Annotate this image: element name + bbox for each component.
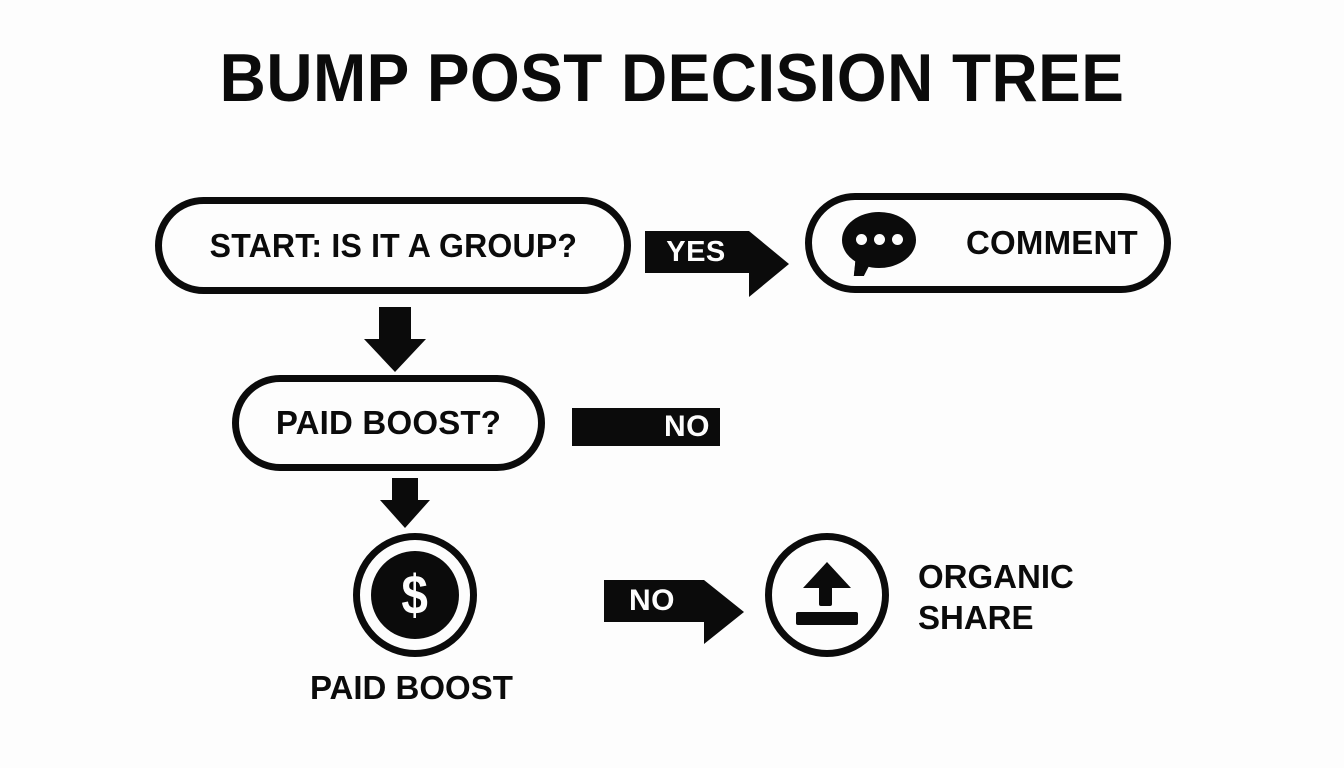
speech-bubble-dot-icon <box>874 234 885 245</box>
connector-no-tag-label: NO <box>664 410 710 443</box>
arrow-head-down-icon <box>364 339 426 372</box>
arrow-shaft-icon <box>392 478 418 500</box>
node-start[interactable]: START: IS IT A GROUP? <box>155 197 631 294</box>
node-comment[interactable]: COMMENT <box>805 193 1171 293</box>
dollar-icon: $ <box>371 551 459 639</box>
connector-no-to-organic[interactable]: NO <box>604 569 744 644</box>
connector-paid-boost-to-result <box>378 478 432 528</box>
node-start-label: START: IS IT A GROUP? <box>209 226 577 264</box>
connector-no-tag-shaft: NO <box>572 408 720 446</box>
upload-arrow-base-icon <box>796 612 858 625</box>
upload-arrow-icon <box>796 562 858 628</box>
arrow-head-icon <box>749 231 789 297</box>
connector-yes-to-comment[interactable]: YES <box>645 219 789 297</box>
connector-yes-shaft: YES <box>645 231 749 273</box>
speech-bubble-dot-icon <box>892 234 903 245</box>
node-organic-share-label: ORGANIC SHARE <box>918 556 1074 638</box>
connector-no-label: NO <box>629 584 675 617</box>
connector-no-shaft: NO <box>604 580 704 622</box>
node-organic-share-label-line1: ORGANIC <box>918 558 1074 595</box>
speech-bubble-dot-icon <box>856 234 867 245</box>
arrow-head-down-icon <box>380 500 430 528</box>
connector-yes-label: YES <box>666 235 726 268</box>
node-comment-label: COMMENT <box>966 224 1138 261</box>
node-organic-share-label-line2: SHARE <box>918 599 1034 636</box>
node-paid-boost-question[interactable]: PAID BOOST? <box>232 375 545 471</box>
node-organic-share[interactable] <box>765 533 889 657</box>
connector-start-to-paid-boost <box>362 307 428 372</box>
node-paid-boost-question-label: PAID BOOST? <box>275 404 502 441</box>
page-title: BUMP POST DECISION TREE <box>219 40 1125 116</box>
dollar-glyph: $ <box>401 563 429 626</box>
node-paid-boost-result[interactable]: $ <box>353 533 477 657</box>
node-paid-boost-result-label: PAID BOOST <box>310 669 513 706</box>
speech-bubble-icon <box>842 212 916 276</box>
connector-paid-boost-no[interactable]: NO <box>572 408 720 446</box>
arrow-shaft-icon <box>379 307 411 339</box>
arrow-head-icon <box>704 580 744 644</box>
upload-arrow-stem-icon <box>819 580 832 606</box>
